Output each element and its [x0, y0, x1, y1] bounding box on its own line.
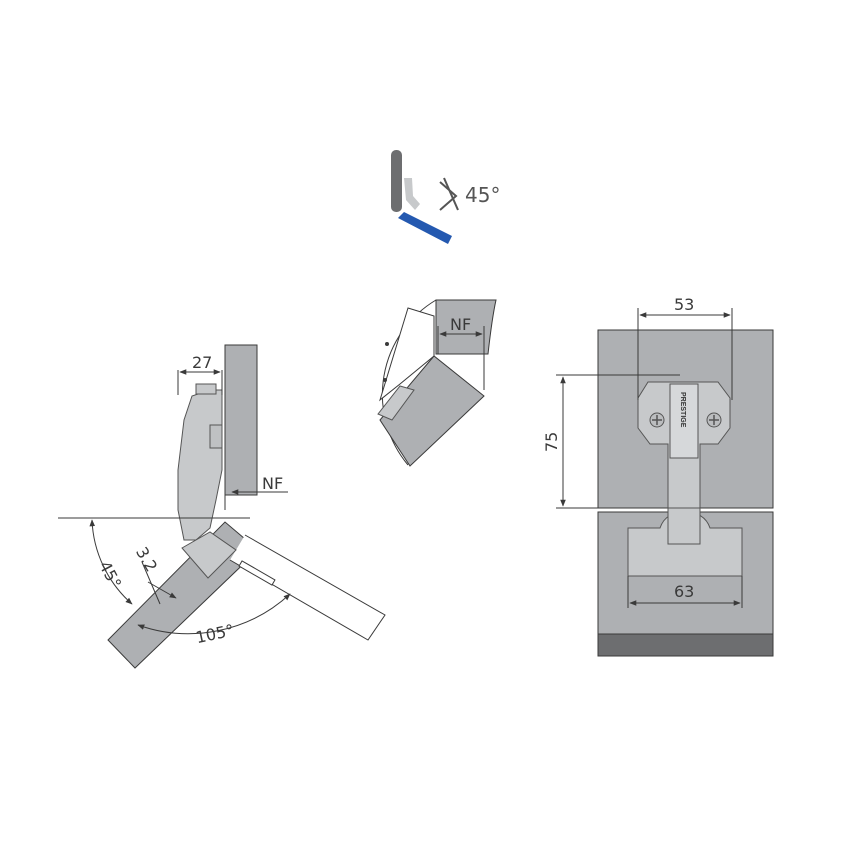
- door-handle-slot: [238, 560, 276, 586]
- dim-63-label: 63: [674, 582, 694, 601]
- hinge-arm-front: [669, 383, 699, 459]
- angle-45-label: 45°: [95, 558, 125, 592]
- side-view: 27 NF 3.2 45° 105°: [58, 344, 386, 669]
- angle-symbol-icon: [439, 177, 459, 211]
- front-view: PRESTIGE 53 75 63: [542, 295, 774, 657]
- detail-screw-1: [385, 342, 389, 346]
- screw-left-slot: [652, 415, 662, 425]
- hinge-adjust-detail: [209, 424, 223, 449]
- brand-label: PRESTIGE: [679, 392, 686, 428]
- dim-53-label: 53: [674, 295, 694, 314]
- detail-view: NF: [377, 299, 497, 467]
- icon-door-blue: [398, 212, 452, 244]
- detail-door: [379, 355, 485, 467]
- hinge-screw-head: [195, 383, 217, 395]
- icon-hinge-arm: [404, 178, 420, 210]
- open-door: [107, 521, 259, 669]
- hinge-cup-arm: [667, 507, 701, 545]
- dim-27-label: 27: [192, 353, 212, 372]
- detail-panel-top: [435, 299, 497, 355]
- detail-hinge-edge: [379, 307, 435, 402]
- dim-32-label: 3.2: [132, 544, 161, 576]
- angle-105-label: 105°: [194, 621, 236, 648]
- front-door-edge: [597, 633, 774, 657]
- icon-angle-label: 45°: [465, 183, 500, 207]
- detail-screw-2: [383, 378, 387, 382]
- hinge-arm-plate: [181, 531, 237, 579]
- door-outline-light: [229, 534, 386, 641]
- dim-75-label: 75: [542, 432, 561, 452]
- screw-right-slot: [709, 415, 719, 425]
- opening-angle-icon: 45°: [391, 150, 500, 244]
- cabinet-side-panel: [224, 344, 258, 496]
- detail-hinge-bracket: [377, 385, 415, 421]
- arc-45: [89, 519, 133, 605]
- nf-label-detail: NF: [450, 315, 471, 334]
- icon-cabinet-wall: [391, 150, 402, 212]
- nf-label-side: NF: [262, 474, 283, 493]
- arc-105: [137, 593, 291, 635]
